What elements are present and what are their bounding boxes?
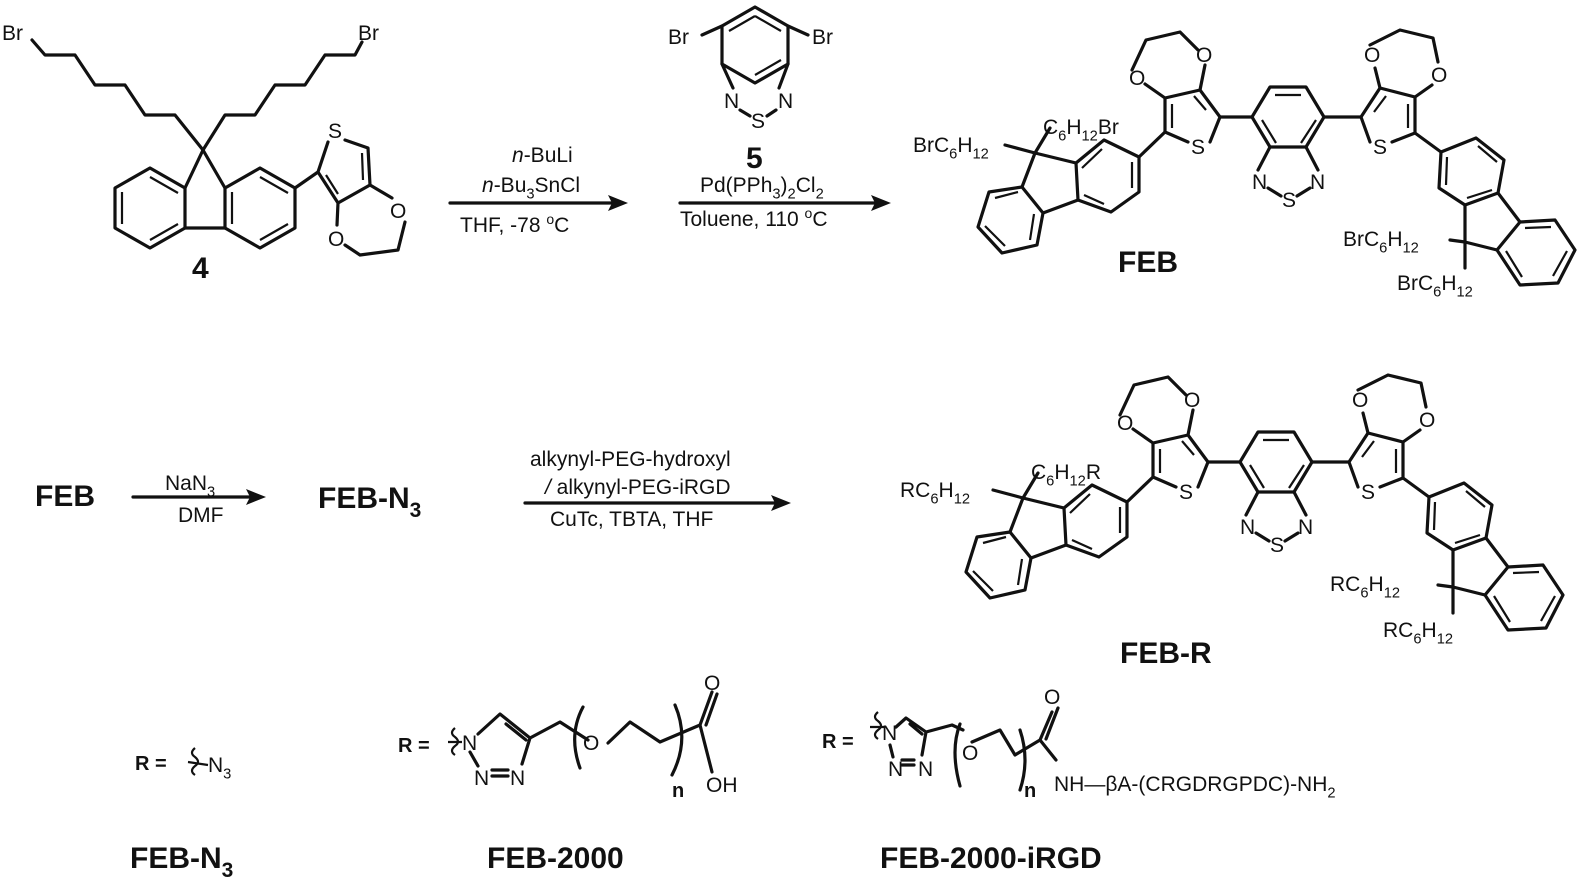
oxygen-label: O (1129, 67, 1145, 90)
substituent-label: C6H12Br (1043, 116, 1119, 144)
compound-feb: BrC6H12 C6H12Br BrC6H12 BrC6H12 O O O O … (913, 28, 1577, 300)
substituent-label: RC6H12 (900, 479, 970, 507)
substituent-label: C6H12R (1031, 461, 1101, 489)
carbonyl-oxygen-label: O (1044, 686, 1060, 709)
peptide-label: NH—βA-(CRGDRGPDC)-NH2 (1054, 773, 1336, 801)
carbonyl-oxygen-label: O (704, 672, 720, 695)
repeat-unit-label: n (1024, 780, 1036, 802)
reagent-alkynyl-peg-irgd: / alkynyl-PEG-iRGD (543, 476, 731, 499)
repeat-unit-label: n (672, 780, 684, 802)
sulfur-label: S (1282, 189, 1296, 212)
heteroatom-labels: O O O O S S N N S (1117, 389, 1435, 557)
conditions-4: CuTc, TBTA, THF (550, 508, 713, 531)
reagent-nbuli: n-BuLi (512, 144, 573, 167)
sulfur-label: S (1361, 481, 1375, 504)
bromohexyl-chain-right (201, 40, 364, 152)
reagent-sodium-azide: NaN3 (165, 472, 215, 500)
wavy-bond-icon (187, 747, 209, 776)
r-label: R = (135, 753, 167, 775)
oxygen-label: O (962, 742, 978, 765)
start-compound-feb: FEB (35, 480, 95, 513)
sulfur-label: S (1191, 136, 1205, 159)
sulfur-label: S (751, 110, 765, 133)
reaction-arrow-4: alkynyl-PEG-hydroxyl / alkynyl-PEG-iRGD … (523, 448, 791, 531)
wavy-bond-icon (870, 711, 884, 740)
reagent-alkynyl-peg-hydroxyl: alkynyl-PEG-hydroxyl (530, 448, 731, 471)
bromine-label: Br (668, 26, 689, 49)
reagent-tributyltin-chloride: n-Bu3SnCl (482, 174, 580, 202)
nitrogen-label: N (462, 732, 477, 755)
azide-label: N3 (208, 754, 231, 782)
repeat-bracket-open (953, 722, 962, 788)
bromine-label: Br (358, 22, 379, 45)
nitrogen-label: N (918, 758, 933, 781)
nitrogen-label: N (1310, 171, 1325, 194)
r-group-azide: R = N3 FEB-N3 (130, 747, 233, 882)
reaction-arrow-3: NaN3 DMF (131, 472, 266, 527)
substituent-label: BrC6H12 (1397, 272, 1473, 300)
oxygen-label: O (328, 228, 344, 251)
repeat-bracket-open (573, 705, 585, 770)
heteroatom-labels: O O O O S S N N S (1129, 44, 1447, 212)
r-label: R = (398, 735, 430, 757)
compound-name: FEB-R (1120, 637, 1212, 670)
nitrogen-label: N (510, 767, 525, 790)
oxygen-label: O (1431, 64, 1447, 87)
solvent-label: DMF (178, 504, 224, 527)
compound-feb-r: RC6H12 C6H12R RC6H12 RC6H12 O O O O S S … (900, 373, 1565, 670)
oxygen-label: O (1196, 44, 1212, 67)
bromohexyl-chain-left (30, 38, 205, 152)
compound-name: FEB-2000 (487, 842, 624, 875)
bromine-label: Br (812, 26, 833, 49)
oxygen-label: O (1364, 44, 1380, 67)
sulfur-label: S (1179, 481, 1193, 504)
oxygen-label: O (583, 732, 599, 755)
edot-ring (293, 138, 407, 257)
oxygen-label: O (1117, 412, 1133, 435)
nitrogen-label: N (1240, 516, 1255, 539)
compound-4: Br Br S O O 4 (2, 22, 407, 285)
fluorene-left-ring (113, 166, 187, 250)
reaction-arrow-2: Pd(PPh3)2Cl2 Toluene, 110 oC (678, 174, 891, 231)
nitrogen-label: N (888, 758, 903, 781)
oxygen-label: O (1184, 389, 1200, 412)
repeat-bracket-close (1018, 728, 1027, 792)
compound-number: 5 (746, 142, 763, 175)
substituent-label: BrC6H12 (1343, 228, 1419, 256)
r-group-peg-hydroxyl: R = N N N O O OH n FEB-2000 (398, 672, 738, 875)
bromine-label: Br (2, 22, 23, 45)
substituent-label: BrC6H12 (913, 134, 989, 162)
r-group-peg-irgd: R = N N N O O NH—βA-(CRGDRGPDC)-NH2 n FE… (822, 686, 1336, 875)
fluorene-right-ring (223, 166, 297, 250)
nitrogen-label: N (882, 722, 897, 745)
compound-name: FEB-2000-iRGD (880, 842, 1102, 875)
sulfur-label: S (1373, 136, 1387, 159)
nitrogen-label: N (724, 90, 739, 113)
substituent-label: RC6H12 (1383, 619, 1453, 647)
nitrogen-label: N (1252, 171, 1267, 194)
substituent-label: RC6H12 (1330, 573, 1400, 601)
compound-number: 4 (192, 252, 209, 285)
oxygen-label: O (390, 200, 406, 223)
wavy-bond-icon (448, 727, 462, 756)
hydroxyl-label: OH (706, 774, 738, 797)
oxygen-label: O (1419, 409, 1435, 432)
compound-5: Br Br N N S 5 (668, 5, 833, 175)
catalyst-label: Pd(PPh3)2Cl2 (700, 174, 824, 202)
nitrogen-label: N (778, 90, 793, 113)
repeat-bracket-close (670, 703, 684, 777)
conditions-1: THF, -78 oC (460, 211, 569, 237)
oxygen-label: O (1352, 389, 1368, 412)
conditions-2: Toluene, 110 oC (680, 205, 828, 231)
compound-name: FEB-N3 (130, 842, 233, 882)
product-feb-n3: FEB-N3 (318, 482, 421, 522)
compound-name: FEB (1118, 246, 1178, 279)
sulfur-label: S (328, 120, 342, 143)
nitrogen-label: N (474, 767, 489, 790)
nitrogen-label: N (1298, 516, 1313, 539)
sulfur-label: S (1270, 534, 1284, 557)
r-label: R = (822, 731, 854, 753)
reaction-arrow-1: n-BuLi n-Bu3SnCl THF, -78 oC (448, 144, 628, 237)
